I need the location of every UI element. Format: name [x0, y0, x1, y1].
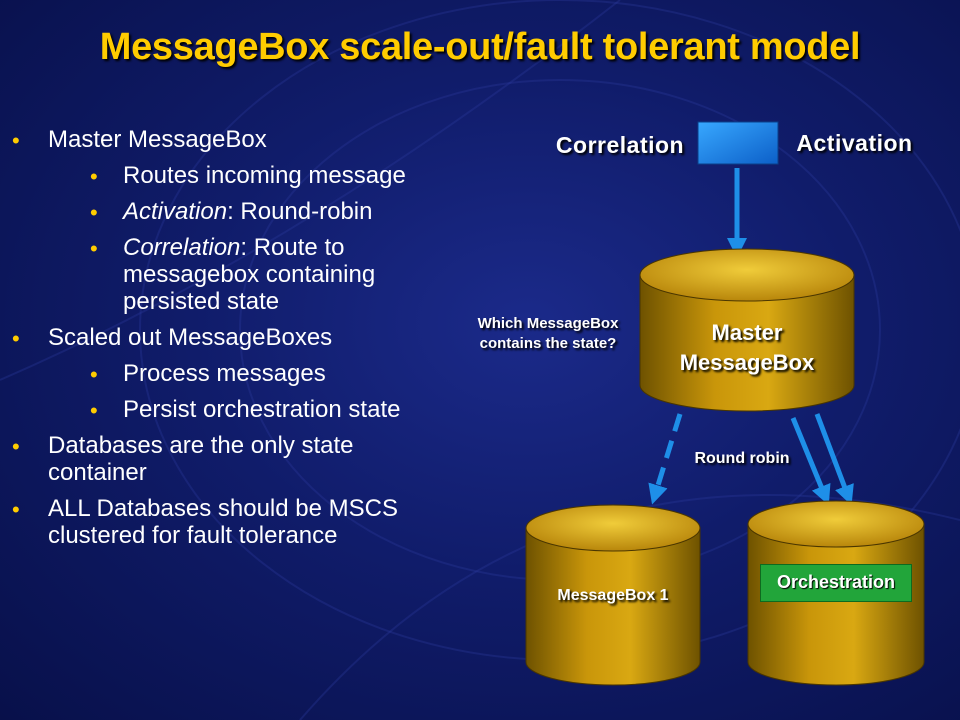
bullet-emphasis: Activation	[123, 198, 228, 225]
bullet-text: : Route to messagebox containing persist…	[123, 234, 376, 315]
bullet-text: Process messages	[123, 360, 326, 387]
bullet-item: • ALL Databases should be MSCS clustered …	[12, 495, 498, 549]
bullet-item: • Scaled out MessageBoxes	[12, 324, 492, 351]
which-messagebox-line1: Which MessageBox	[477, 315, 619, 332]
which-messagebox-label: Which MessageBox contains the state?	[452, 314, 644, 354]
bullet-item: • Correlation: Route to messagebox contai…	[12, 234, 423, 315]
messagebox1-label: MessageBox 1	[557, 587, 669, 604]
bullet-text: Master MessageBox	[48, 126, 267, 153]
bullet-text: ALL Databases should be MSCS clustered f…	[48, 495, 398, 549]
bullet-item: • Routes incoming message	[12, 162, 492, 189]
correlation-label: Correlation	[555, 132, 685, 158]
bullet-text: Scaled out MessageBoxes	[48, 324, 333, 351]
bullet-text: : Round-robin	[227, 198, 373, 225]
bullet-text: Persist orchestration state	[123, 396, 401, 423]
bullet-dot-icon: •	[12, 434, 20, 459]
bullet-dot-icon: •	[12, 497, 20, 522]
bullet-dot-icon: •	[12, 326, 20, 351]
slide-title: MessageBox scale-out/fault tolerant mode…	[99, 26, 861, 68]
bullet-dot-icon: •	[90, 164, 98, 189]
bullet-text: Databases are the only state container	[48, 432, 354, 486]
bullet-text: Routes incoming message	[123, 162, 406, 189]
bullet-item: • Master MessageBox	[12, 126, 492, 153]
orchestration-badge: Orchestration	[760, 564, 912, 602]
bullet-dot-icon: •	[90, 236, 98, 261]
bullet-dot-icon: •	[90, 398, 98, 423]
bullet-dot-icon: •	[12, 128, 20, 153]
bullet-item: • Persist orchestration state	[12, 396, 492, 423]
activation-label: Activation	[796, 130, 913, 156]
bullet-item: • Databases are the only state container	[12, 432, 448, 486]
bullet-dot-icon: •	[90, 200, 98, 225]
which-messagebox-line2: contains the state?	[479, 335, 617, 352]
master-label-line2: MessageBox	[679, 350, 815, 375]
round-robin-label: Round robin	[694, 450, 790, 467]
round-robin-arrow-2	[814, 413, 854, 506]
message-box-icon	[697, 121, 779, 165]
bullet-dot-icon: •	[90, 362, 98, 387]
master-label-line1: Master	[711, 320, 783, 345]
bullet-emphasis: Correlation	[123, 234, 241, 261]
bullet-item: • Activation: Round-robin	[12, 198, 492, 225]
master-messagebox-label: Master MessageBox	[640, 318, 854, 378]
bullet-item: • Process messages	[12, 360, 492, 387]
bullet-list: • Master MessageBox • Routes incoming mess…	[12, 126, 492, 558]
